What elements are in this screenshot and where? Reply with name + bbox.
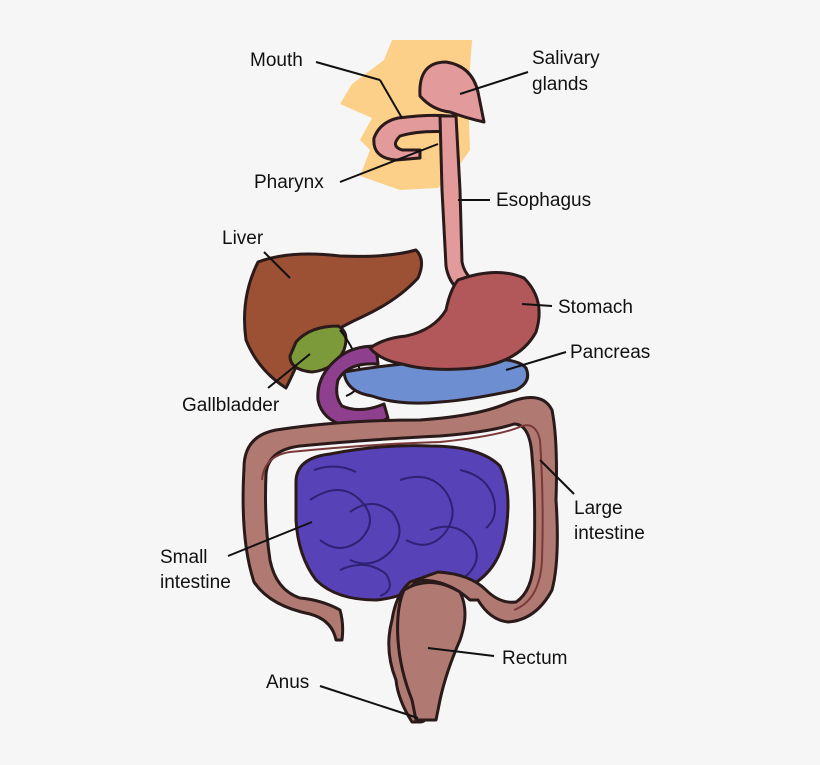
small-intestine-mass xyxy=(294,444,510,602)
leader-lines xyxy=(227,61,575,719)
colon-inner-band xyxy=(261,424,544,611)
stomach-organ xyxy=(368,270,541,371)
label-salivary-glands-1: Salivary xyxy=(532,48,600,69)
label-mouth: Mouth xyxy=(250,50,303,71)
label-small-intestine-1: Small xyxy=(160,547,208,568)
salivary-gland xyxy=(418,60,486,124)
label-gallbladder: Gallbladder xyxy=(182,395,280,416)
label-anus: Anus xyxy=(266,672,309,693)
label-large-intestine-1: Large xyxy=(574,498,623,519)
label-esophagus: Esophagus xyxy=(496,190,591,211)
label-pancreas: Pancreas xyxy=(570,342,650,363)
gallbladder-organ xyxy=(288,324,348,374)
label-large-intestine-2: intestine xyxy=(574,523,645,544)
label-stomach: Stomach xyxy=(558,297,633,318)
rectum-organ xyxy=(396,581,467,722)
label-pharynx: Pharynx xyxy=(254,172,324,193)
label-rectum: Rectum xyxy=(502,648,567,669)
label-small-intestine-2: intestine xyxy=(160,572,231,593)
liver-organ xyxy=(243,248,423,390)
label-liver: Liver xyxy=(222,228,264,249)
small-intestine-coils xyxy=(309,465,496,597)
label-salivary-glands-2: glands xyxy=(532,74,588,95)
